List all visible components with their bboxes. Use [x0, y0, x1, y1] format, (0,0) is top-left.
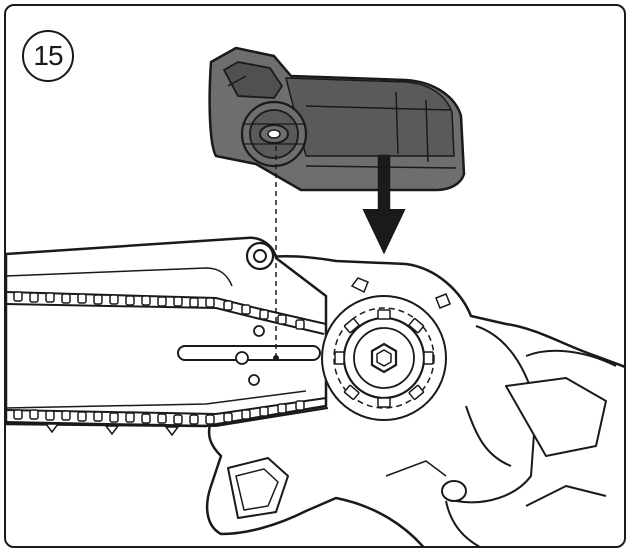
chain-bottom — [6, 397, 329, 437]
blade-cover — [208, 46, 466, 192]
drive-sprocket — [321, 277, 451, 421]
chain-top-links — [13, 291, 305, 330]
chain-top — [6, 291, 327, 335]
figure-frame: 15 — [4, 4, 626, 548]
step-number: 15 — [33, 40, 63, 71]
alignment-guide-dot — [273, 355, 279, 361]
down-arrow-icon — [362, 154, 406, 255]
step-number-badge: 15 — [22, 30, 74, 82]
guide-bar — [6, 236, 328, 428]
chain-bottom-links — [13, 400, 305, 425]
sprocket-teeth — [334, 309, 434, 408]
chainsaw-assembly-illustration — [6, 46, 624, 546]
